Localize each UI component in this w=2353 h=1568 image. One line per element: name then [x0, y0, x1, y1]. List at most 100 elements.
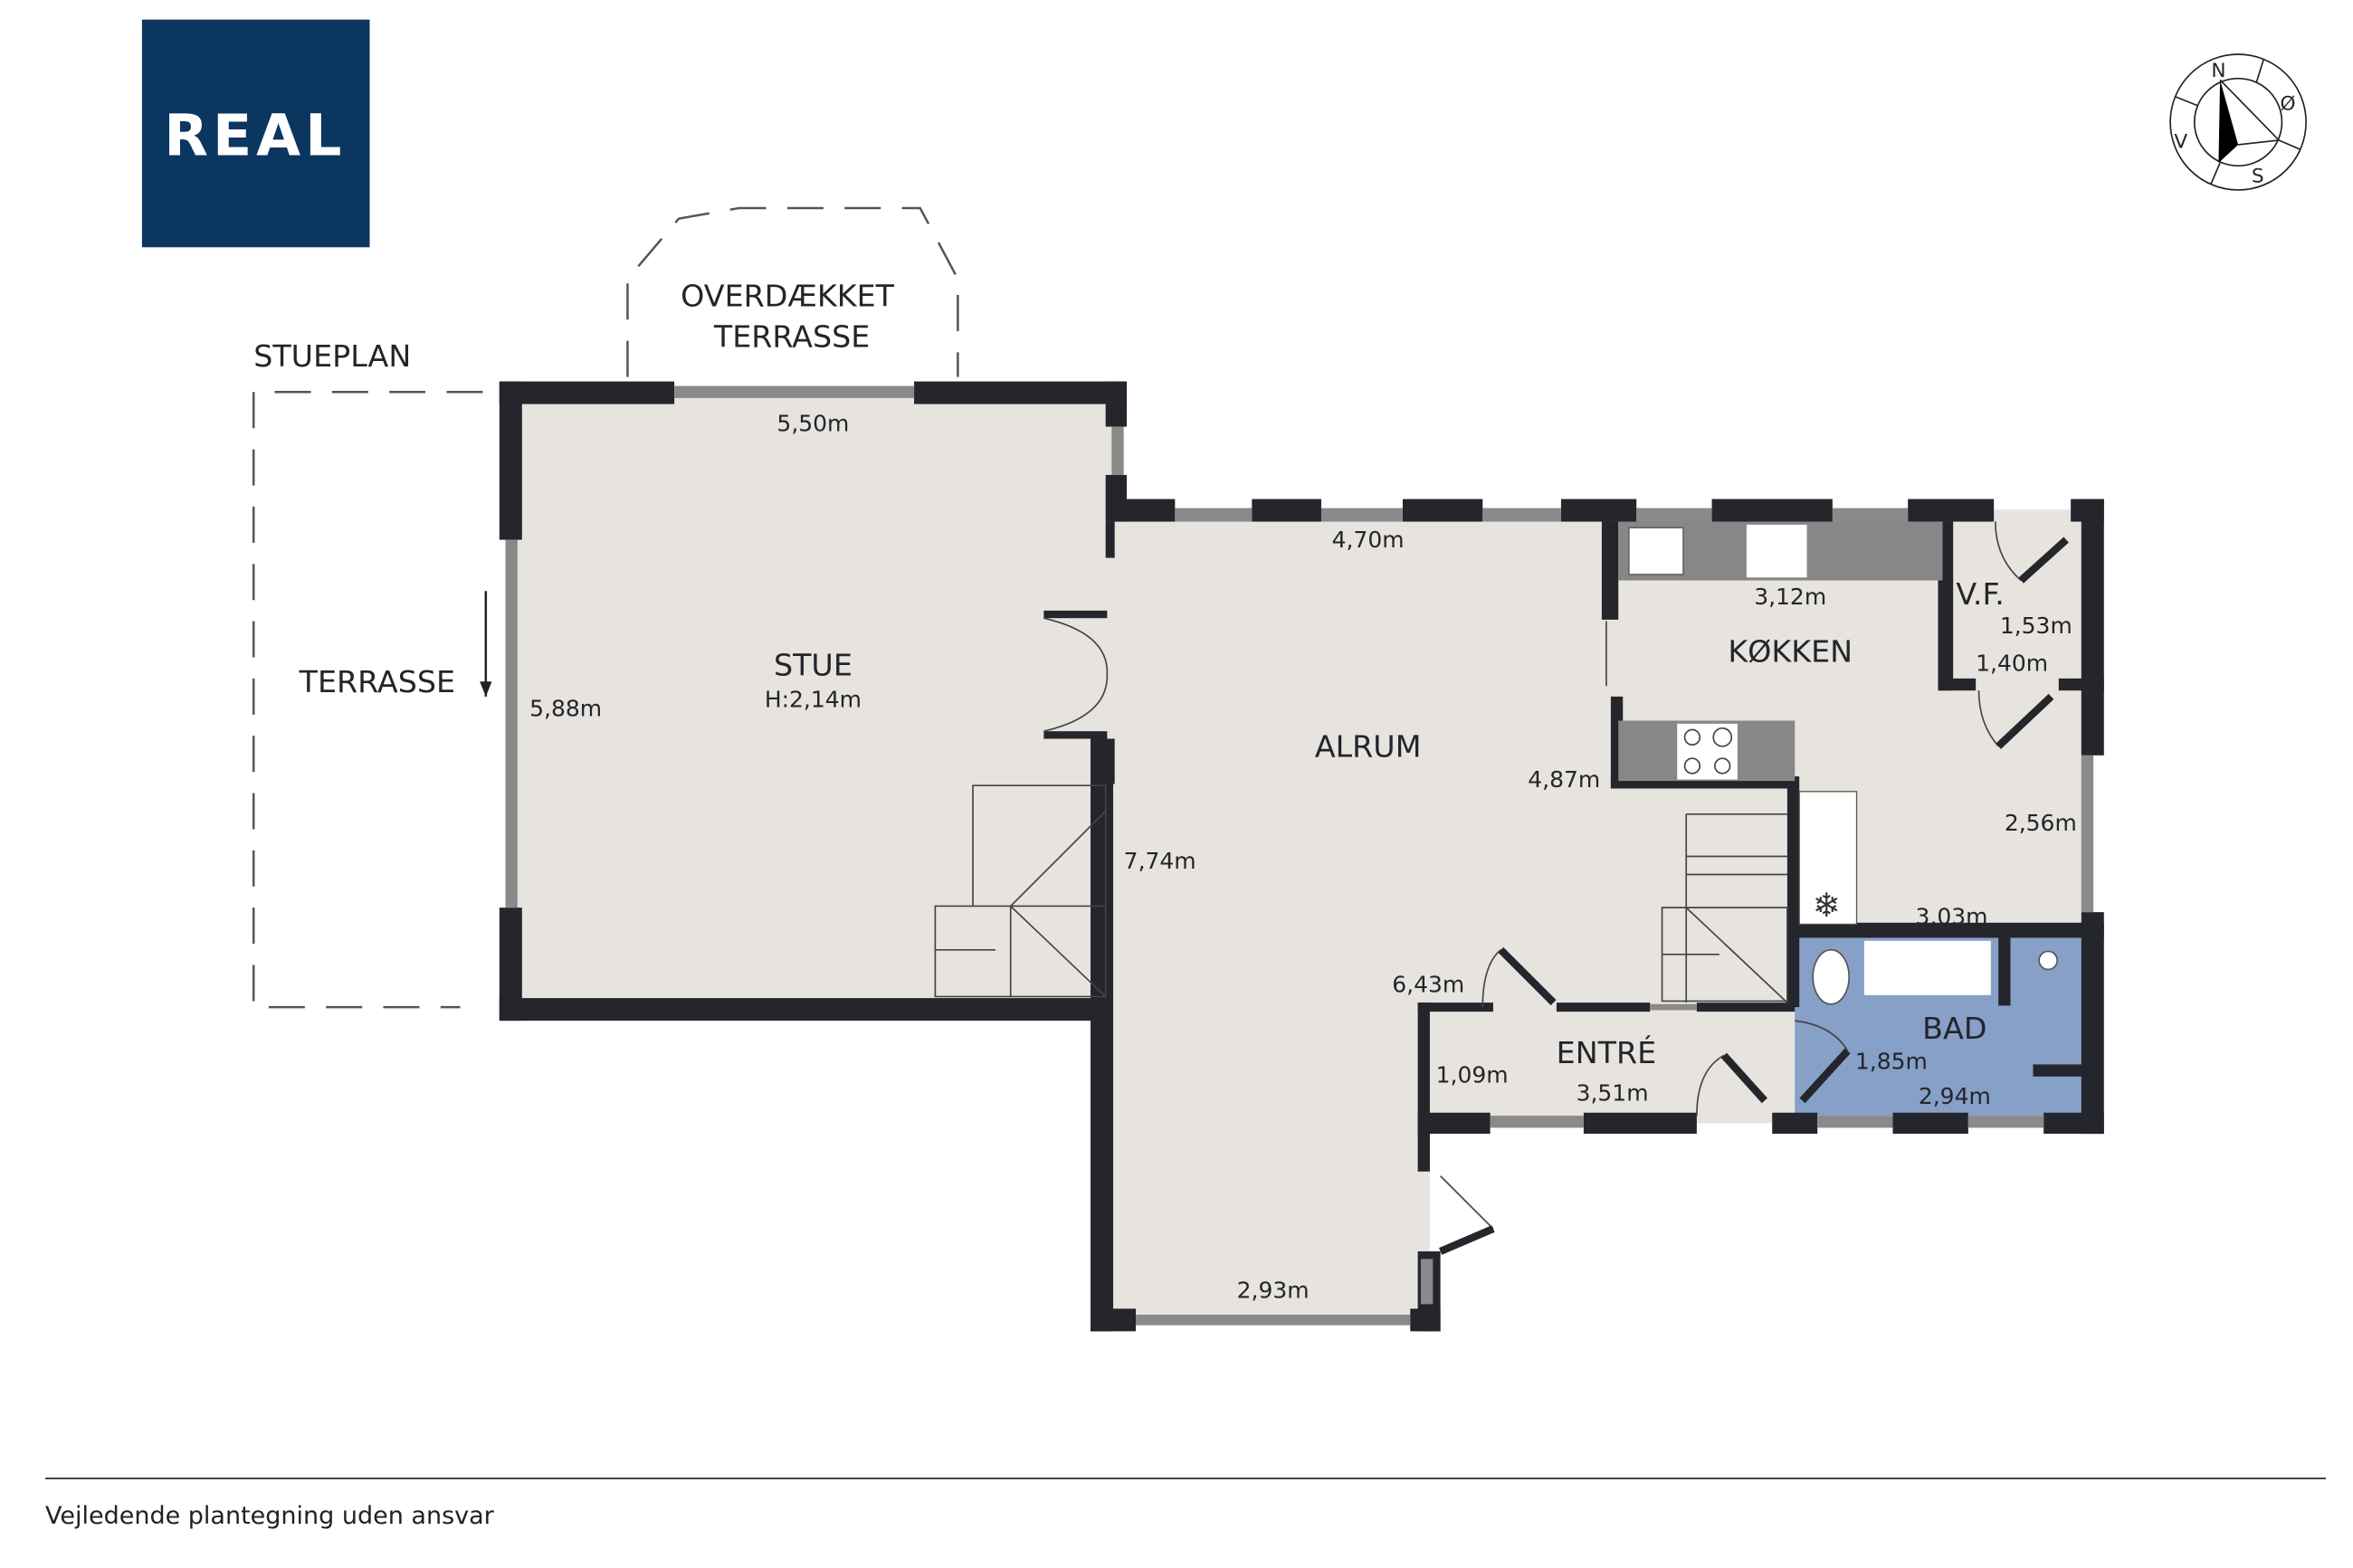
- washbasin-icon: [1863, 940, 1991, 995]
- wall: [2081, 499, 2104, 755]
- plan-shape: [252, 391, 483, 1009]
- wall: [1795, 922, 2104, 938]
- room-dimension: H:2,14m: [765, 687, 862, 713]
- wall: [1410, 1308, 1441, 1332]
- logo-text: REAL: [164, 102, 346, 169]
- window: [1175, 508, 1253, 522]
- room-name: V.F.: [1956, 576, 2004, 612]
- wall: [1696, 1003, 1796, 1012]
- logo-background: [141, 19, 370, 248]
- wall: [2033, 1064, 2086, 1077]
- room-dimension: 4,70m: [1332, 527, 1405, 553]
- plan-shape: [626, 206, 959, 377]
- windows: [505, 385, 2094, 1326]
- wall: [1417, 1003, 1493, 1012]
- wall: [1892, 1112, 1968, 1135]
- wall: [2043, 1112, 2104, 1135]
- room-name: OVERDÆKKET: [681, 278, 894, 313]
- room-dimension: 3,51m: [1577, 1079, 1649, 1106]
- room-name: ALRUM: [1315, 729, 1422, 765]
- room-name: BAD: [1922, 1011, 1986, 1046]
- wall: [1091, 738, 1114, 1332]
- plan-shape: [2174, 58, 2301, 185]
- room-dimension: 5,50m: [776, 411, 849, 437]
- plan-shape: [2218, 80, 2239, 163]
- toilet-icon: [1812, 948, 1851, 1005]
- wall: [1601, 521, 1619, 620]
- window: [2081, 755, 2094, 913]
- terrace-outline: [252, 206, 959, 1009]
- wall: [1417, 1112, 1491, 1135]
- wall: [1998, 937, 2011, 1006]
- wall: [499, 381, 675, 404]
- wall: [2081, 912, 2104, 1135]
- plan-shape: [934, 784, 1788, 1003]
- room-dimension: 1,09m: [1436, 1061, 1509, 1088]
- wall: [1711, 499, 1833, 522]
- window: [1320, 508, 1403, 522]
- plan-shape: [2169, 53, 2307, 191]
- dishwasher-icon: [1746, 524, 1807, 578]
- window: [1832, 508, 1909, 522]
- compass-west: V: [2174, 130, 2187, 153]
- room-dimension: 1,85m: [1855, 1048, 1928, 1074]
- room-name: ENTRÉ: [1557, 1034, 1657, 1070]
- shower-icon: [2038, 950, 2058, 971]
- room-name: KØKKEN: [1728, 634, 1853, 670]
- plan-shape: [1677, 723, 1738, 780]
- stairs: [934, 784, 1788, 1003]
- wall: [1043, 610, 1108, 619]
- plan-shape: [2193, 77, 2283, 167]
- room-dimension: 5,88m: [529, 696, 602, 722]
- room-labels: OVERDÆKKET TERRASSE TERRASSE STUE H:2,14m 5,5…: [299, 278, 2077, 1303]
- window: [1482, 508, 1561, 522]
- doors: [1043, 521, 2069, 1255]
- real-logo: REAL: [141, 19, 370, 248]
- wall: [2058, 678, 2104, 691]
- window: [1420, 1259, 1434, 1305]
- wall: [1105, 521, 1115, 558]
- wall: [1583, 1112, 1697, 1135]
- room-dimension: 7,74m: [1124, 848, 1196, 874]
- plan-shape: [1438, 537, 2069, 1255]
- room-dimension: 3,12m: [1754, 584, 1826, 610]
- plan-shape: [1714, 757, 1731, 774]
- wall: [1556, 1003, 1651, 1012]
- room-dimension: 1,40m: [1976, 651, 2048, 677]
- window: [1490, 1116, 1584, 1128]
- sink-icon: [1628, 527, 1684, 575]
- plan-shape: [480, 681, 492, 697]
- window: [505, 539, 518, 908]
- wall: [1417, 1003, 1430, 1172]
- plan-shape: [1683, 757, 1701, 774]
- wall: [1772, 1112, 1818, 1135]
- room-name: TERRASSE: [299, 664, 455, 699]
- room-name: STUE: [774, 648, 853, 683]
- window: [1136, 1315, 1411, 1326]
- floor-label: STUEPLAN: [253, 338, 411, 374]
- kitchen-counters: ❄: [1618, 521, 1943, 926]
- walls: [499, 381, 2104, 1332]
- wall: [1252, 499, 1321, 522]
- wall: [1111, 499, 1176, 522]
- compass-north: N: [2211, 60, 2225, 82]
- wall: [1938, 678, 1977, 691]
- room-dimension: 3,03m: [1916, 903, 1988, 929]
- room-dimension: 6,43m: [1392, 971, 1464, 997]
- plan-shape: [1043, 521, 2022, 1230]
- window: [1967, 1116, 2044, 1128]
- wall: [1560, 499, 1637, 522]
- wall: [499, 381, 522, 540]
- fridge-icon: [1798, 791, 1858, 926]
- snowflake-icon: ❄: [1813, 886, 1841, 925]
- window: [1817, 1116, 1893, 1128]
- stove-icon: [1677, 723, 1738, 780]
- wall: [1908, 499, 1995, 522]
- room-name: TERRASSE: [713, 318, 870, 354]
- plan-shape: [1683, 728, 1701, 746]
- room-dimension: 2,56m: [2005, 810, 2077, 836]
- compass-east: Ø: [2281, 93, 2296, 116]
- plan-shape: [510, 392, 2094, 1321]
- window: [674, 385, 915, 398]
- window: [1650, 1003, 1697, 1011]
